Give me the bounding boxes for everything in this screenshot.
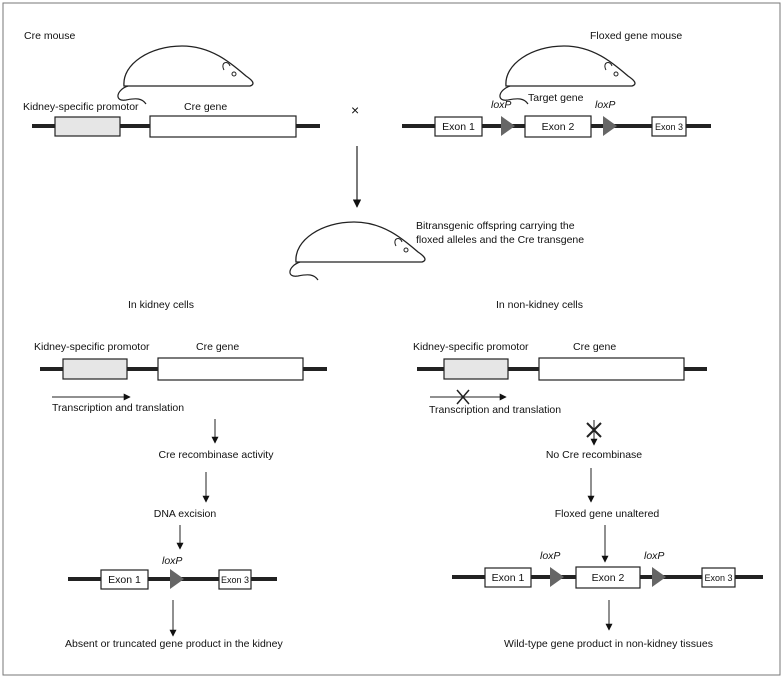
- left-cre-gene-box: [157, 357, 304, 381]
- loxp-site-1: [501, 116, 515, 136]
- offspring-label-line2: floxed alleles and the Cre transgene: [416, 234, 584, 246]
- blocked-cre-x-icon: [586, 422, 602, 438]
- right-loxp-site-2: [652, 567, 666, 587]
- kidney-cells-title: In kidney cells: [128, 299, 194, 311]
- left-result-label: Absent or truncated gene product in the …: [65, 638, 283, 650]
- exon3-label: Exon 3: [655, 122, 683, 132]
- blocked-transcription-x-icon: [456, 389, 470, 405]
- left-exon1-label: Exon 1: [108, 574, 141, 586]
- right-exon3-label: Exon 3: [704, 573, 732, 583]
- right-cre-gene-label: Cre gene: [573, 341, 616, 353]
- cre-gene-label: Cre gene: [184, 101, 227, 113]
- exon2-label: Exon 2: [542, 121, 575, 133]
- cre-mouse-icon: [117, 45, 254, 105]
- exon3-box: [651, 116, 687, 137]
- left-cre-gene-label: Cre gene: [196, 341, 239, 353]
- target-gene-label: Target gene: [528, 92, 584, 104]
- right-loxp-site-1: [550, 567, 564, 587]
- cre-gene-box: [149, 115, 297, 138]
- right-result-label: Wild-type gene product in non-kidney tis…: [504, 638, 713, 650]
- cre-activity-label: Cre recombinase activity: [159, 449, 275, 461]
- dna-excision-label: DNA excision: [154, 508, 217, 520]
- exon1-box: [434, 116, 483, 137]
- loxp-site-2: [603, 116, 617, 136]
- right-cre-gene-box: [538, 357, 685, 381]
- right-loxp-label-2: loxP: [644, 550, 664, 562]
- right-exon2-box: [575, 566, 641, 589]
- offspring-mouse-icon: [289, 221, 426, 281]
- non-kidney-cells-title: In non-kidney cells: [496, 299, 583, 311]
- right-loxp-label-1: loxP: [540, 550, 560, 562]
- right-exon1-label: Exon 1: [492, 572, 525, 584]
- cre-promotor-box: [54, 116, 121, 137]
- floxed-mouse-label: Floxed gene mouse: [590, 30, 682, 42]
- right-exon2-label: Exon 2: [592, 572, 625, 584]
- exon1-label: Exon 1: [442, 121, 475, 133]
- cre-promotor-label: Kidney-specific promotor: [23, 101, 139, 113]
- cross-symbol: ×: [351, 102, 359, 118]
- cre-mouse-label: Cre mouse: [24, 30, 76, 42]
- floxed-unaltered-label: Floxed gene unaltered: [555, 508, 660, 520]
- left-exon1-box: [100, 569, 149, 590]
- left-exon3-box: [218, 569, 252, 590]
- left-loxp-site: [170, 569, 184, 589]
- loxp-label-1: loxP: [491, 99, 511, 111]
- left-loxp-label: loxP: [162, 555, 182, 567]
- loxp-label-2: loxP: [595, 99, 615, 111]
- right-transcription-label: Transcription and translation: [429, 404, 561, 416]
- right-exon1-box: [484, 567, 532, 588]
- right-exon3-box: [701, 567, 736, 588]
- left-promotor-box: [62, 358, 128, 380]
- left-promotor-label: Kidney-specific promotor: [34, 341, 150, 353]
- no-cre-label: No Cre recombinase: [546, 449, 642, 461]
- offspring-label-line1: Bitransgenic offspring carrying the: [416, 220, 575, 232]
- right-promotor-box: [443, 358, 509, 380]
- exon2-box: [524, 115, 592, 138]
- right-promotor-label: Kidney-specific promotor: [413, 341, 529, 353]
- left-transcription-label: Transcription and translation: [52, 402, 184, 414]
- left-exon3-label: Exon 3: [221, 575, 249, 585]
